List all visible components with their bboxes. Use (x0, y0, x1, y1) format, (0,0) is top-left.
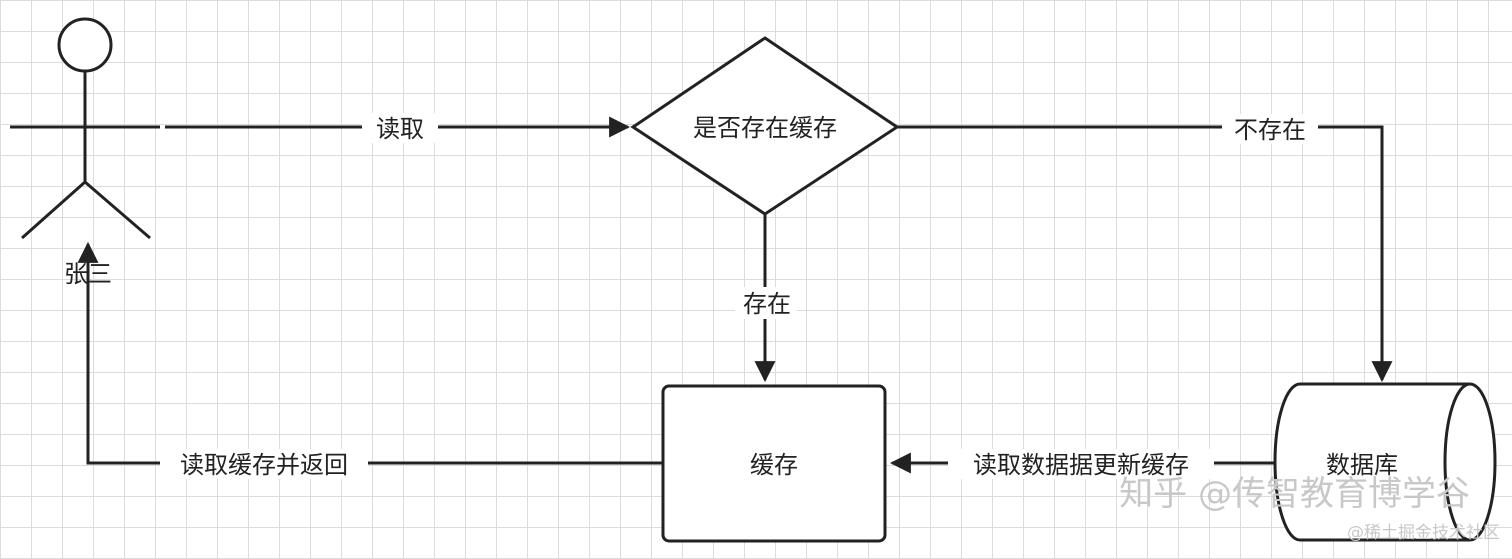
cache-label: 缓存 (750, 451, 798, 479)
actor-right-leg (84, 180, 151, 240)
decision-label: 是否存在缓存 (693, 114, 837, 142)
edge-return-label: 读取缓存并返回 (180, 451, 348, 479)
edge-not-exists-label: 不存在 (1234, 116, 1306, 144)
edge-read-label: 读取 (376, 115, 424, 143)
edge-exists-label: 存在 (743, 290, 791, 318)
database-face (1443, 382, 1471, 542)
edge-return-label-bg (160, 449, 368, 479)
database-label: 数据库 (1326, 451, 1398, 479)
edge-read-label-bg (362, 113, 438, 143)
actor-figure (10, 17, 160, 240)
edge-exists-label-bg (735, 287, 797, 319)
edge-update-cache-label-bg (948, 449, 1214, 479)
edge-not-exists-arrow (897, 125, 1393, 383)
actor-left-leg (21, 180, 86, 240)
actor-head (57, 17, 113, 73)
edge-update-cache-label: 读取数据据更新缓存 (973, 451, 1189, 479)
database-cylinder (1273, 382, 1497, 542)
edge-return-arrow (77, 241, 663, 465)
watermark-juejin: @稀土掘金技术社区 (1347, 523, 1500, 543)
edge-not-exists-label-bg (1222, 114, 1318, 144)
watermark-zhihu: 知乎 @传智教育博学谷 (1119, 474, 1470, 514)
